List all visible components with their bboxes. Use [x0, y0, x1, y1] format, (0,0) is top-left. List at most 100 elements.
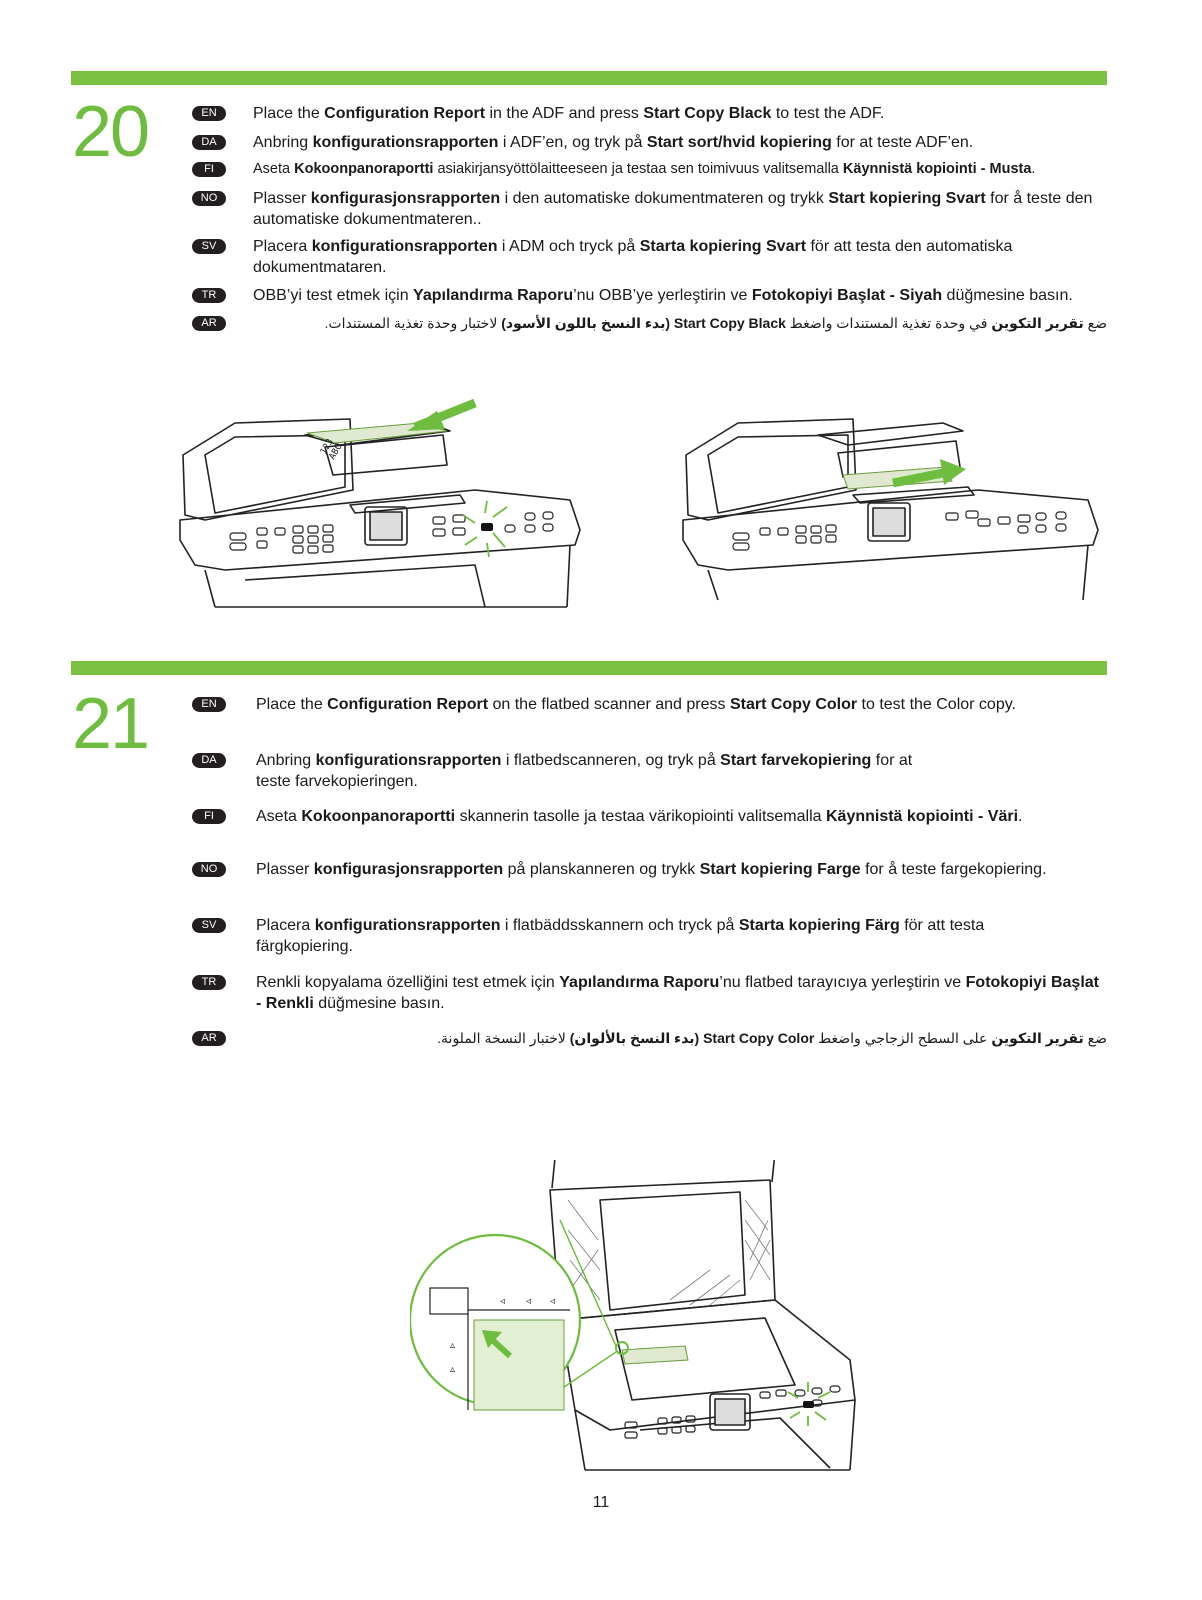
emphasis-text: konfigurasjonsrapporten [313, 861, 504, 878]
step-number-21: 21 [72, 684, 150, 764]
body-text: ’nu flatbed tarayıcıya yerleştirin ve [719, 974, 966, 991]
emphasis-text: Kokoonpanoraportti [294, 161, 434, 177]
body-text: for at teste ADF’en. [831, 134, 974, 151]
section-bar-21 [71, 661, 1107, 675]
body-text: in the ADF and press [485, 105, 644, 122]
instruction-text: ضع تقرير التكوين على السطح الزجاجي واضغط… [256, 1028, 1107, 1049]
lang-badge: EN [192, 106, 226, 121]
body-text: för att testa färgkopiering. [256, 917, 985, 955]
instruction-text: OBB’yi test etmek için Yapılandırma Rapo… [253, 285, 1107, 306]
instruction-text: Placera konfigurationsrapporten i ADM oc… [253, 236, 1107, 278]
emphasis-text: Starta kopiering Färg [738, 917, 900, 934]
body-text: düğmesine basın. [313, 995, 445, 1012]
body-text: لاختبار وحدة تغذية المستندات. [324, 315, 502, 331]
section-bar-20 [71, 71, 1107, 85]
emphasis-text: Configuration Report [327, 696, 489, 713]
emphasis-text: Yapılandırma Raporu [559, 974, 720, 991]
body-text: Plasser [256, 861, 314, 878]
emphasis-text: تقرير التكوين [991, 1030, 1084, 1046]
body-text: i ADM och tryck på [497, 238, 640, 255]
body-text: i ADF’en, og tryk på [498, 134, 647, 151]
instruction-text: Renkli kopyalama özelliğini test etmek i… [256, 972, 1107, 1014]
lang-badge: DA [192, 135, 226, 150]
body-text: for at teste farvekopieringen. [256, 752, 913, 790]
body-text: Renkli kopyalama özelliğini test etmek i… [256, 974, 560, 991]
start-copy-black-button [481, 523, 493, 531]
body-text: Aseta [253, 161, 295, 177]
lang-badge: SV [192, 918, 226, 933]
body-text: skannerin tasolle ja testaa värikopioint… [455, 808, 826, 825]
body-text: på planskanneren og trykk [503, 861, 700, 878]
body-text: for å teste fargekopiering. [860, 861, 1047, 878]
emphasis-text: تقرير التكوين [991, 315, 1084, 331]
instruction-text: ضع تقرير التكوين في وحدة تغذية المستندات… [253, 313, 1107, 334]
emphasis-text: Yapılandırma Raporu [413, 287, 574, 304]
instruction-text: Plasser konfigurasjonsrapporten i den au… [253, 188, 1107, 230]
body-text: Anbring [256, 752, 316, 769]
emphasis-text: konfigurationsrapporten [311, 238, 498, 255]
body-text: Placera [256, 917, 315, 934]
body-text: i flatbäddsskannern och tryck på [500, 917, 739, 934]
page-number: 11 [592, 1494, 610, 1511]
body-text: Aseta [256, 808, 302, 825]
lang-badge: AR [192, 316, 226, 331]
body-text: على السطح الزجاجي واضغط [814, 1030, 992, 1046]
emphasis-text: Start Copy Color [703, 1030, 815, 1046]
emphasis-text: konfigurationsrapporten [315, 752, 502, 769]
body-text: düğmesine basın. [942, 287, 1073, 304]
body-text: to test the Color copy. [857, 696, 1016, 713]
instruction-text: Place the Configuration Report in the AD… [253, 103, 1107, 124]
start-copy-color-button [803, 1401, 814, 1408]
emphasis-text: Starta kopiering Svart [639, 238, 807, 255]
emphasis-text: (بدء النسخ باللون الأسود) [501, 315, 674, 331]
emphasis-text: Start Copy Color [729, 696, 858, 713]
step-number-20: 20 [72, 92, 150, 172]
emphasis-text: Start sort/hvid kopiering [646, 134, 832, 151]
emphasis-text: Start kopiering Svart [828, 190, 986, 207]
body-text: لاختبار النسخة الملونة. [437, 1030, 570, 1046]
instruction-text: Placera konfigurationsrapporten i flatbä… [256, 915, 1027, 957]
start-copy-color-led-glow [787, 1382, 831, 1426]
body-text: i flatbedscanneren, og tryk på [501, 752, 721, 769]
scan-edge-arrow: ◃ [550, 1296, 555, 1307]
emphasis-text: Kokoonpanoraportti [301, 808, 456, 825]
body-text: . [1031, 161, 1036, 177]
emphasis-text: Start farvekopiering [720, 752, 872, 769]
body-text: في وحدة تغذية المستندات واضغط [785, 315, 992, 331]
lang-badge: NO [192, 191, 226, 206]
body-text: i den automatiske dokumentmateren og try… [500, 190, 829, 207]
body-text: Anbring [253, 134, 313, 151]
emphasis-text: (بدء النسخ بالألوان) [569, 1030, 704, 1046]
lang-badge: SV [192, 239, 226, 254]
body-text: for å teste den automatiske dokumentmate… [253, 190, 1093, 228]
lang-badge: AR [192, 1031, 226, 1046]
emphasis-text: Käynnistä kopiointi - Musta [842, 161, 1032, 177]
lang-badge: FI [192, 809, 226, 824]
lang-badge: TR [192, 975, 226, 990]
emphasis-text: Fotokopiyi Başlat - Renkli [256, 974, 1099, 1012]
emphasis-text: Fotokopiyi Başlat - Siyah [751, 287, 943, 304]
lang-badge: FI [192, 162, 226, 177]
lang-badge: TR [192, 288, 226, 303]
instruction-text: Aseta Kokoonpanoraportti asiakirjansyött… [253, 159, 1107, 180]
emphasis-text: konfigurationsrapporten [314, 917, 501, 934]
scan-edge-arrow: ▵ [450, 1340, 455, 1351]
emphasis-text: konfigurasjonsrapporten [310, 190, 501, 207]
printer-adf-loading-illustration: 123ABC [179, 398, 581, 608]
body-text: asiakirjansyöttölaitteeseen ja testaa se… [433, 161, 843, 177]
emphasis-text: Start Copy Black [643, 105, 772, 122]
emphasis-text: Configuration Report [324, 105, 486, 122]
instruction-text: Plasser konfigurasjonsrapporten på plans… [256, 859, 1107, 880]
body-text: ضع [1083, 1030, 1107, 1046]
body-text: to test the ADF. [771, 105, 885, 122]
body-text: ضع [1083, 315, 1107, 331]
instruction-text: Anbring konfigurationsrapporten i flatbe… [256, 750, 937, 792]
body-text: för att testa den automatiska dokumentma… [253, 238, 1013, 276]
start-copy-led-glow [462, 500, 508, 558]
emphasis-text: konfigurationsrapporten [312, 134, 499, 151]
body-text: on the flatbed scanner and press [488, 696, 730, 713]
body-text: Placera [253, 238, 312, 255]
body-text: Place the [253, 105, 325, 122]
body-text: Place the [256, 696, 328, 713]
scan-edge-arrow: ▵ [450, 1364, 455, 1375]
